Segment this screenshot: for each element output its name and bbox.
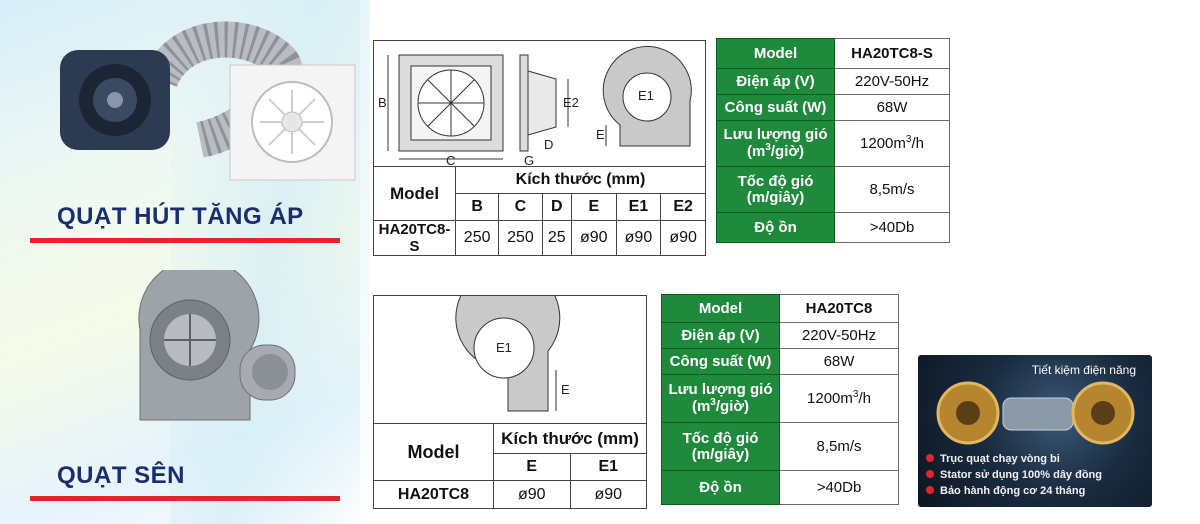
dim-label-e: E xyxy=(596,127,605,142)
section2-dimension-table: Model Kích thước (mm) E E1 HA20TC8 ø90 ø… xyxy=(373,423,647,509)
promo-feature-item: Trục quạt chạy vòng bi xyxy=(926,451,1102,467)
dims-col-e: E xyxy=(570,193,617,221)
spec-label-model: Model xyxy=(716,38,835,69)
spec2-value-power: 68W xyxy=(779,348,899,375)
spec-label-speed-line1: Tốc độ gió xyxy=(737,172,814,190)
spec-label-airflow-line2: (m3/giờ) xyxy=(746,142,805,160)
dims-val-c: 250 xyxy=(498,220,543,256)
section1-dimension-table: Model Kích thước (mm) B C D E E1 E2 HA20… xyxy=(373,166,706,256)
spec-value-voltage: 220V-50Hz xyxy=(834,68,950,95)
bullet-icon xyxy=(926,486,934,494)
section2-underline xyxy=(30,496,340,501)
spec2-label-speed-line2: (m/giây) xyxy=(691,445,750,463)
dims-model-header: Model xyxy=(373,166,456,221)
spec2-label-model: Model xyxy=(661,294,780,323)
promo-title: Tiết kiệm điện năng xyxy=(1031,363,1136,377)
dim-label-g: G xyxy=(524,153,534,167)
spec2-label-airflow-line2: (m3/giờ) xyxy=(691,397,750,415)
promo-banner: Tiết kiệm điện năng Trục quạt chạy vòng … xyxy=(918,355,1152,507)
motor-parts-image xyxy=(936,381,1135,445)
spec-label-speed: Tốc độ gió (m/giây) xyxy=(716,166,835,213)
dims-row-model: HA20TC8-S xyxy=(373,220,456,256)
spec-value-power: 68W xyxy=(834,94,950,121)
snail-fan-photo xyxy=(138,270,296,421)
spec-label-speed-line2: (m/giây) xyxy=(746,188,805,206)
spec2-label-speed: Tốc độ gió (m/giây) xyxy=(661,422,780,471)
dims-kt-header: Kích thước (mm) xyxy=(455,166,706,194)
section1-dimension-drawing: B C E2 G D E1 E xyxy=(378,45,692,168)
spec2-value-noise: >40Db xyxy=(779,470,899,505)
dim-label-e2: E2 xyxy=(563,95,579,110)
dims-val-b: 250 xyxy=(454,220,500,256)
section1-spec-table: Model HA20TC8-S Điện áp (V) 220V-50Hz Cô… xyxy=(716,38,950,243)
dims-val-e1: ø90 xyxy=(615,220,662,256)
spec-value-airflow: 1200m3/h xyxy=(834,120,950,167)
promo-feature-item: Stator sử dụng 100% dây đồng xyxy=(926,467,1102,483)
dim-label-d: D xyxy=(544,137,553,152)
bullet-icon xyxy=(926,454,934,462)
dim-label-b: B xyxy=(378,95,387,110)
spec2-value-voltage: 220V-50Hz xyxy=(779,322,899,349)
dims2-col-e1: E1 xyxy=(569,453,647,481)
dims2-kt-header: Kích thước (mm) xyxy=(493,423,647,454)
dim2-label-e1: E1 xyxy=(496,340,512,355)
spec2-value-airflow: 1200m3/h xyxy=(779,374,899,423)
dims-val-d: 25 xyxy=(541,220,572,256)
spec-label-noise: Độ ồn xyxy=(716,212,835,243)
dims2-val-e: ø90 xyxy=(493,480,571,509)
pressure-fan-photo xyxy=(60,21,356,181)
section2-title: QUẠT SÊN xyxy=(57,462,186,489)
promo-feature-list: Trục quạt chạy vòng bi Stator sử dụng 10… xyxy=(926,451,1102,499)
dim-label-e1: E1 xyxy=(638,88,654,103)
spec-value-speed: 8,5m/s xyxy=(834,166,950,213)
dims2-model-header: Model xyxy=(373,423,494,481)
promo-feature-item: Bảo hành động cơ 24 tháng xyxy=(926,483,1102,499)
section2-dimension-drawing: E1 E xyxy=(455,265,570,412)
spec-label-airflow-line1: Lưu lượng gió xyxy=(723,126,828,144)
spec2-value-model: HA20TC8 xyxy=(779,294,899,323)
bullet-icon xyxy=(926,470,934,478)
dims-col-e1: E1 xyxy=(615,193,662,221)
spec2-label-airflow-line1: Lưu lượng gió xyxy=(668,381,773,399)
dims-val-e: ø90 xyxy=(570,220,617,256)
dims2-val-e1: ø90 xyxy=(569,480,647,509)
section2-spec-table: Model HA20TC8 Điện áp (V) 220V-50Hz Công… xyxy=(661,294,899,505)
dims2-row-model: HA20TC8 xyxy=(373,480,494,509)
spec-value-model: HA20TC8-S xyxy=(834,38,950,69)
dims-col-e2: E2 xyxy=(660,193,706,221)
spec2-label-noise: Độ ồn xyxy=(661,470,780,505)
spec2-value-speed: 8,5m/s xyxy=(779,422,899,471)
dims-col-d: D xyxy=(541,193,572,221)
dim-label-c: C xyxy=(446,153,455,167)
spec-label-voltage: Điện áp (V) xyxy=(716,68,835,95)
spec-label-airflow: Lưu lượng gió (m3/giờ) xyxy=(716,120,835,167)
spec-label-power: Công suất (W) xyxy=(716,94,835,121)
dims-val-e2: ø90 xyxy=(660,220,706,256)
spec2-label-power: Công suất (W) xyxy=(661,348,780,375)
dim2-label-e: E xyxy=(561,382,570,397)
spec2-label-airflow: Lưu lượng gió (m3/giờ) xyxy=(661,374,780,423)
dims-col-c: C xyxy=(498,193,543,221)
spec2-label-voltage: Điện áp (V) xyxy=(661,322,780,349)
dims-col-b: B xyxy=(454,193,500,221)
spec2-label-speed-line1: Tốc độ gió xyxy=(682,429,759,447)
spec-value-noise: >40Db xyxy=(834,212,950,243)
dims2-col-e: E xyxy=(493,453,571,481)
section1-underline xyxy=(30,238,340,243)
section1-title: QUẠT HÚT TĂNG ÁP xyxy=(57,203,304,230)
